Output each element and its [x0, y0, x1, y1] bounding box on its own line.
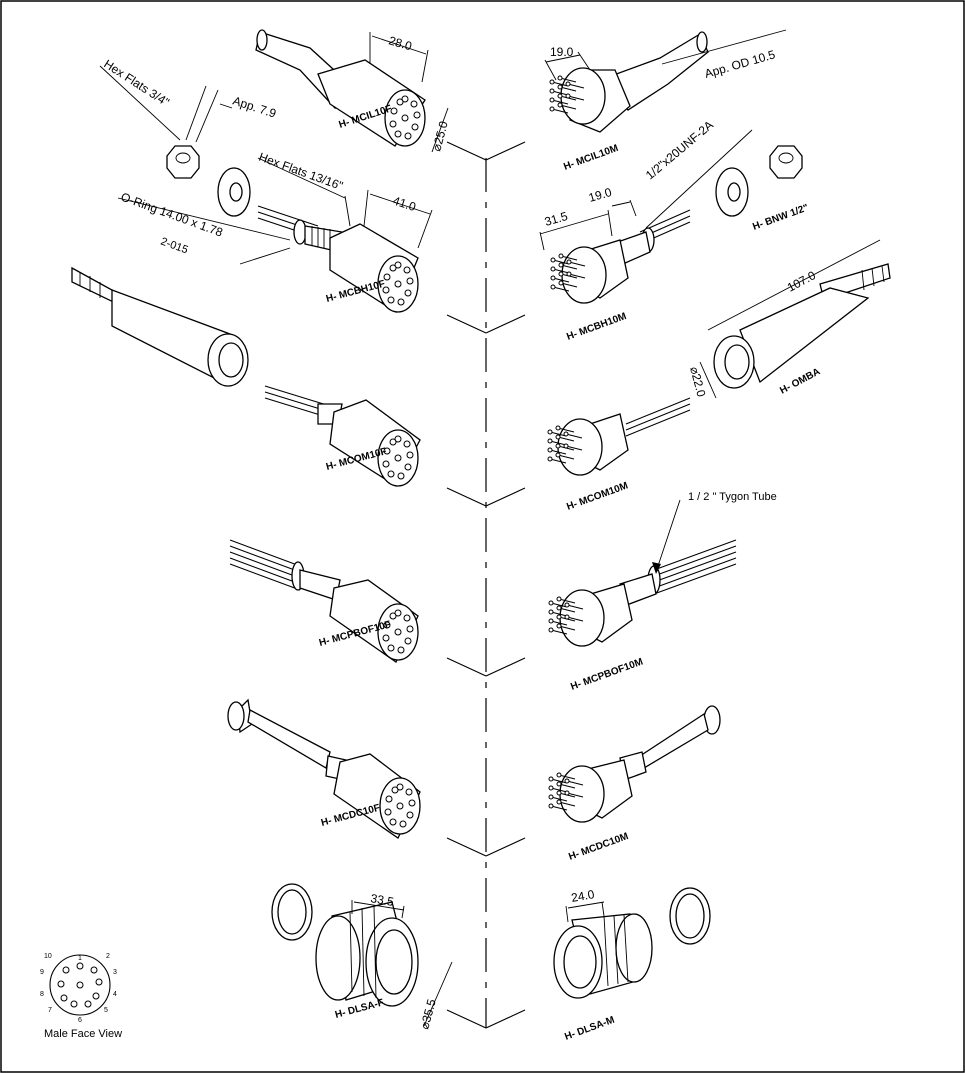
- label-mcil10m: H- MCIL10M: [562, 143, 620, 173]
- dim-24-0: 24.0: [570, 887, 596, 905]
- part-mcom10m: H- MCOM10M: [547, 397, 691, 513]
- part-mcpbof10m: 1 / 2 " Tygon Tube H- MCPBOF10M: [548, 491, 777, 693]
- pin-5: 5: [104, 1007, 108, 1014]
- part-mcom10f: H- MCOM10F: [264, 385, 421, 487]
- part-dlsa-f: 33.5 ⌀35.5 H- DLSA-F: [271, 883, 453, 1031]
- dim-app-7-9: App. 7.9: [231, 94, 278, 121]
- pin-8: 8: [40, 991, 44, 998]
- dim-19-0-mid: 19.0: [587, 185, 614, 205]
- dim-thread: 1/2"x20UNF-2A: [643, 118, 716, 182]
- part-omba: 107.0 ⌀22.0 H- OMBA: [687, 239, 891, 399]
- pin-1: 1: [78, 955, 82, 962]
- part-mcdc10m: H- MCDC10M: [548, 705, 721, 863]
- label-dlsa-m: H- DLSA-M: [563, 1015, 616, 1043]
- label-omba: H- OMBA: [778, 366, 822, 396]
- dim-2-015: 2-015: [159, 236, 190, 257]
- label-bnw: H- BNW 1/2": [751, 202, 810, 232]
- axis-branch-lines: [446, 141, 526, 1029]
- dim-28-0: 28.0: [387, 33, 414, 53]
- dim-hex-13-16: Hex Flats 13/16": [257, 150, 345, 193]
- pin-4: 4: [113, 991, 117, 998]
- dim-hex-3-4: Hex Flats 3/4": [101, 57, 171, 110]
- dim-app-od: App. OD 10.5: [703, 47, 777, 81]
- pin-9: 9: [40, 969, 44, 976]
- part-mcil10m: 19.0 App. OD 10.5 H- MCIL10M: [544, 29, 787, 173]
- part-washer-right: [715, 167, 749, 217]
- label-dlsa-f: H- DLSA-F: [334, 997, 385, 1021]
- dim-41-0: 41.0: [391, 194, 418, 215]
- pin-2: 2: [106, 953, 110, 960]
- part-hexnut-right: H- BNW 1/2": [751, 145, 810, 233]
- dim-phi35: ⌀35.5: [417, 997, 439, 1030]
- pin-3: 3: [113, 969, 117, 976]
- face-view-caption: Male Face View: [44, 1028, 122, 1040]
- part-dlsa-m: 24.0 H- DLSA-M: [553, 887, 711, 1043]
- dim-33-5: 33.5: [369, 891, 395, 909]
- pin-10: 10: [44, 953, 52, 960]
- dim-tygon: 1 / 2 " Tygon Tube: [688, 491, 777, 503]
- dim-107-0: 107.0: [785, 268, 818, 295]
- dim-phi25: ⌀25.0: [429, 119, 451, 152]
- part-mcil10f: 28.0 ⌀25.0 H- MCIL10F: [255, 29, 451, 153]
- part-mcbh10f: Hex Flats 13/16" 41.0 O-Ring 14.00 x 1.7…: [117, 150, 433, 313]
- dim-19-0-top: 19.0: [550, 45, 574, 59]
- label-mcpbof10m: H- MCPBOF10M: [569, 656, 644, 692]
- label-mcom10m: H- MCOM10M: [565, 480, 629, 512]
- dim-phi22: ⌀22.0: [687, 365, 709, 398]
- part-mcpbof10f: H- MCPBOF10F: [229, 539, 419, 663]
- dim-31-5: 31.5: [543, 209, 570, 229]
- part-boot-left: [71, 266, 249, 387]
- part-mcbh10m: 31.5 19.0 1/2"x20UNF-2A H- MCBH10M: [539, 118, 753, 343]
- label-mcbh10m: H- MCBH10M: [565, 311, 628, 343]
- part-hexnut-left: Hex Flats 3/4" App. 7.9: [99, 57, 278, 179]
- part-mcdc10f: H- MCDC10F: [227, 698, 421, 839]
- label-mcdc10m: H- MCDC10M: [567, 831, 630, 863]
- male-face-view: 1 2 3 4 5 6 7 8 9 10 Male Face View: [40, 953, 122, 1040]
- dim-oring: O-Ring 14.00 x 1.78: [119, 190, 225, 240]
- pin-7: 7: [48, 1007, 52, 1014]
- pin-6: 6: [78, 1017, 82, 1024]
- part-washer-left: [217, 167, 251, 217]
